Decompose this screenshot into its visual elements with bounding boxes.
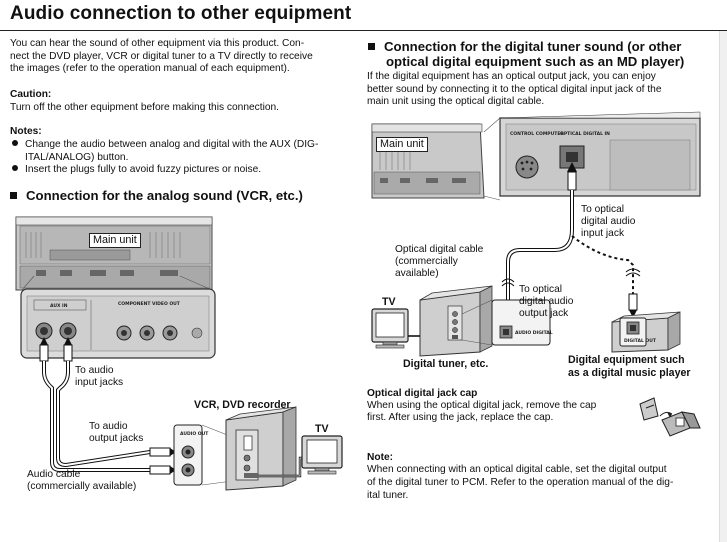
optical-digital-in-label: OPTICAL DIGITAL IN [560, 131, 610, 137]
tv-illustration [301, 435, 343, 475]
note-item-2: Insert the plugs fully to avoid fuzzy pi… [12, 164, 261, 177]
digital-out-label: DIGITAL OUT [624, 338, 657, 344]
optical-cable-label-2: (commercially [395, 256, 458, 267]
notes-heading: Notes: [10, 126, 42, 137]
note-2-line-1: Insert the plugs fully to avoid fuzzy pi… [25, 164, 262, 175]
digital-intro-line-1: If the digital equipment has an optical … [367, 71, 656, 82]
digital-equipment-illustration: DIGITAL OUT [611, 311, 681, 353]
to-audio-input-label-1: To audio [75, 365, 114, 376]
component-label: COMPONENT VIDEO OUT [118, 301, 181, 307]
digital-section-heading: Connection for the digital tuner sound (… [368, 39, 681, 55]
main-unit-illustration [15, 216, 213, 291]
optical-cable-label-3: available) [395, 268, 439, 279]
note-line-2: of the digital tuner to PCM. Refer to th… [367, 477, 674, 488]
optical-cable-label-1: Optical digital cable [395, 244, 484, 255]
page-header: Audio connection to other equipment [0, 0, 727, 31]
optical-cap-illustration [639, 397, 701, 437]
caution-heading: Caution: [10, 89, 52, 100]
to-optical-output-label-1: To optical [519, 284, 563, 295]
page-title: Audio connection to other equipment [10, 3, 352, 24]
main-unit-tag-right: Main unit [376, 137, 428, 152]
vcr-dvd-recorder-label: VCR, DVD recorder [194, 399, 291, 411]
note-line-3: ital tuner. [367, 490, 409, 501]
to-optical-input-label-3: input jack [581, 228, 625, 239]
note-heading: Note: [367, 452, 394, 463]
bullet-icon [12, 165, 18, 171]
intro-line-1: You can hear the sound of other equipmen… [10, 38, 305, 49]
recorder-jack-panel: AUDIO OUT [173, 424, 209, 486]
control-computer-label: CONTROL COMPUTER [510, 131, 564, 137]
to-audio-output-label-2: output jacks [89, 433, 144, 444]
note-1-line-2: ITAL/ANALOG) button. [25, 151, 129, 163]
intro-line-2: nect the DVD player, VCR or digital tune… [10, 50, 313, 62]
square-bullet-icon [10, 192, 17, 199]
caution-text: Turn off the other equipment before maki… [10, 101, 279, 113]
scrollbar[interactable] [719, 31, 727, 542]
analog-heading-text: Connection for the analog sound (VCR, et… [26, 188, 303, 203]
to-audio-input-label-2: input jacks [75, 377, 124, 388]
note-line-1: When connecting with an optical digital … [367, 464, 667, 475]
audio-cable-label-2: (commercially available) [27, 481, 137, 492]
note-1-line-1: Change the audio between analog and digi… [25, 139, 319, 150]
audio-out-label: AUDIO OUT [180, 431, 209, 437]
digital-intro-line-2: better sound by connecting it to the opt… [367, 83, 662, 95]
note-item-1: Change the audio between analog and digi… [12, 139, 318, 152]
tv-label-left: TV [315, 423, 329, 435]
digital-heading-line-1: Connection for the digital tuner sound (… [384, 39, 682, 54]
aux-in-label: AUX IN [50, 303, 68, 309]
audio-cable-label-1: Audio cable [27, 469, 81, 480]
cap-heading: Optical digital jack cap [367, 388, 478, 399]
square-bullet-icon [368, 43, 375, 50]
to-optical-input-label-1: To optical [581, 204, 625, 215]
tv-illustration-right [371, 308, 409, 349]
digital-equipment-label-1: Digital equipment such [568, 354, 685, 366]
cap-line-1: When using the optical digital jack, rem… [367, 400, 597, 411]
digital-heading-line-2: optical digital equipment such as an MD … [386, 54, 685, 69]
intro-line-3: the images (refer to the operation manua… [10, 63, 290, 74]
tv-label-right: TV [382, 296, 396, 308]
digital-tuner-illustration [419, 285, 493, 357]
aux-panel-closeup: AUX IN COMPONENT VIDEO OUT [20, 288, 216, 359]
to-optical-input-label-2: digital audio [581, 216, 636, 227]
analog-section-heading: Connection for the analog sound (VCR, et… [10, 188, 303, 204]
to-optical-output-label-2: digital audio [519, 296, 574, 307]
vcr-dvd-recorder-illustration [225, 406, 297, 491]
cap-line-2: first. After using the jack, replace the… [367, 412, 554, 423]
main-unit-tag: Main unit [89, 233, 141, 248]
audio-cable [39, 337, 176, 475]
to-optical-output-label-3: output jack [519, 308, 569, 319]
audio-digital-label: AUDIO DIGITAL [515, 330, 553, 336]
digital-intro-line-3: main unit using the optical digital cabl… [367, 96, 545, 107]
bullet-icon [12, 140, 18, 146]
digital-tuner-label: Digital tuner, etc. [403, 358, 489, 370]
optical-input-closeup: CONTROL COMPUTER OPTICAL DIGITAL IN [499, 111, 701, 197]
digital-equipment-label-2: as a digital music player [568, 367, 691, 379]
to-audio-output-label-1: To audio [89, 421, 128, 432]
digital-main-unit-illustration [371, 123, 485, 199]
